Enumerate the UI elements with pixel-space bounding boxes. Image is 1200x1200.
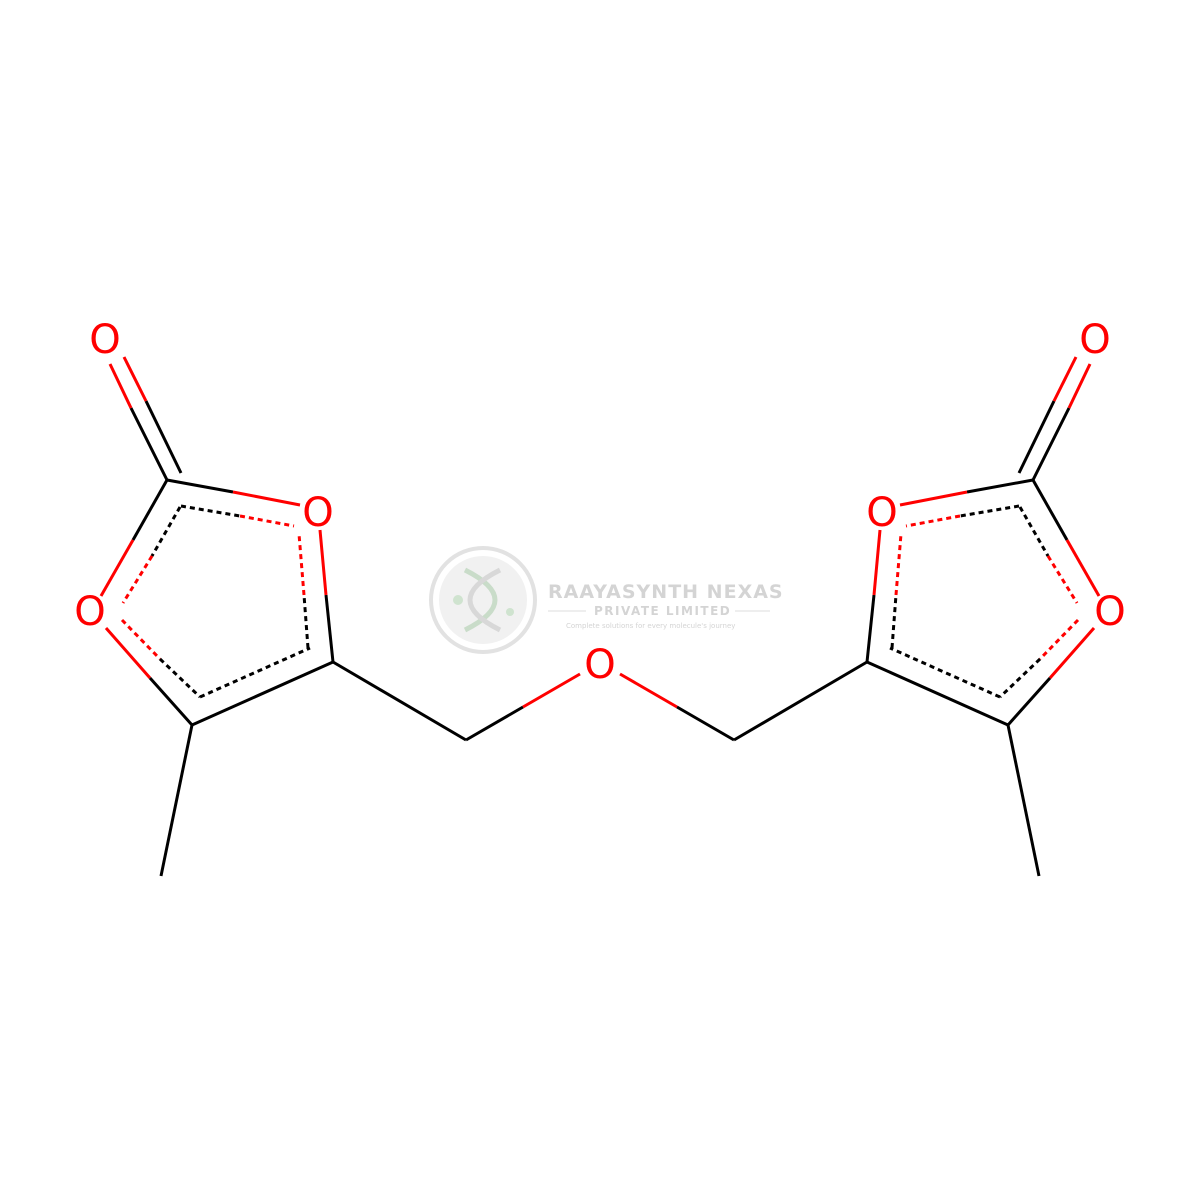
- bonds: [99, 356, 1101, 877]
- watermark-tagline: Complete solutions for every molecule's …: [566, 622, 735, 630]
- watermark-subtitle: PRIVATE LIMITED: [594, 604, 731, 618]
- atom-o-bridge: O: [584, 642, 615, 688]
- atom-labels: O O O O O O O: [74, 317, 1125, 688]
- atom-o-ring-right-lower: O: [1094, 589, 1125, 635]
- atom-o-ring-left-upper: O: [302, 490, 333, 536]
- bridge-bonds: [332, 660, 868, 742]
- atom-o-carbonyl-right: O: [1079, 317, 1110, 363]
- watermark-logo-icon: [429, 546, 537, 654]
- right-ring-bonds: [865, 356, 1101, 877]
- atom-o-carbonyl-left: O: [89, 317, 120, 363]
- watermark: RAAYASYNTH NEXAS PRIVATE LIMITED Complet…: [429, 546, 784, 654]
- atom-o-ring-right-upper: O: [866, 490, 897, 536]
- atom-o-ring-left-lower: O: [74, 589, 105, 635]
- left-ring-bonds: [99, 356, 335, 877]
- watermark-title: RAAYASYNTH NEXAS: [548, 581, 784, 603]
